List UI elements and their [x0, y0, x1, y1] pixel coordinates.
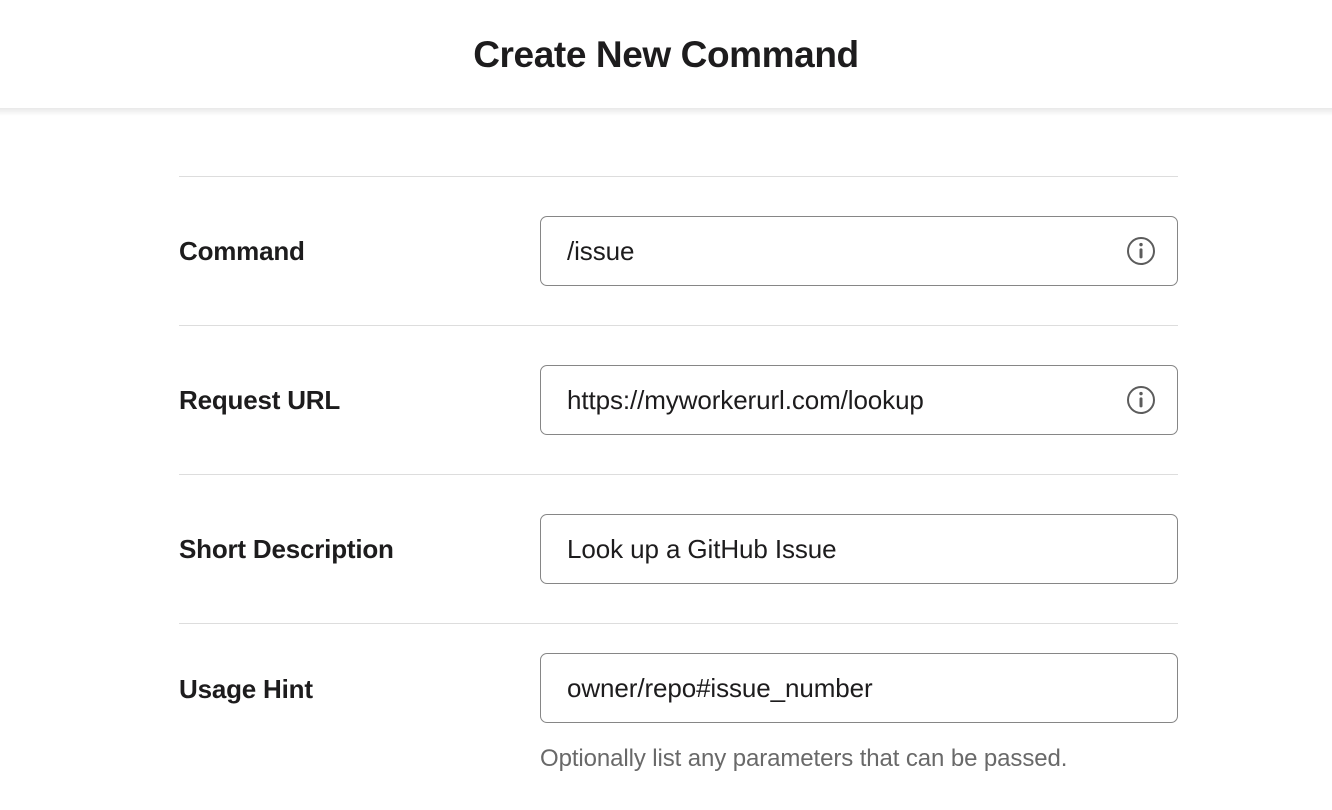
command-input[interactable]: /issue: [540, 216, 1178, 286]
row-divider: [179, 474, 1178, 475]
usage-hint-input[interactable]: owner/repo#issue_number: [540, 653, 1178, 723]
page-title: Create New Command: [473, 33, 859, 75]
field-label-command: Command: [179, 235, 305, 266]
command-form: Command /issue Request URL https://mywor…: [0, 108, 1332, 772]
form-row-short-description: Short Description Look up a GitHub Issue: [0, 475, 1332, 623]
form-row-usage-hint: Usage Hint owner/repo#issue_number Optio…: [0, 624, 1332, 772]
short-description-input-value: Look up a GitHub Issue: [567, 534, 837, 564]
field-col-command: /issue: [540, 216, 1178, 286]
row-divider: [179, 176, 1178, 177]
command-input-value: /issue: [567, 236, 635, 266]
usage-hint-help-text: Optionally list any parameters that can …: [540, 745, 1068, 772]
request-url-input[interactable]: https://myworkerurl.com/lookup: [540, 365, 1178, 435]
field-label-request-url: Request URL: [179, 384, 341, 415]
field-label-short-description: Short Description: [179, 533, 394, 564]
page-header: Create New Command: [0, 0, 1332, 116]
field-col-usage-hint: owner/repo#issue_number Optionally list …: [540, 653, 1178, 773]
info-icon[interactable]: [1126, 385, 1156, 415]
info-icon[interactable]: [1126, 236, 1156, 266]
field-label-usage-hint: Usage Hint: [179, 674, 313, 704]
form-row-command: Command /issue: [0, 177, 1332, 325]
row-divider: [179, 623, 1178, 624]
field-col-short-description: Look up a GitHub Issue: [540, 514, 1178, 584]
form-row-request-url: Request URL https://myworkerurl.com/look…: [0, 326, 1332, 474]
short-description-input[interactable]: Look up a GitHub Issue: [540, 514, 1178, 584]
request-url-input-value: https://myworkerurl.com/lookup: [567, 385, 924, 415]
field-col-request-url: https://myworkerurl.com/lookup: [540, 365, 1178, 435]
usage-hint-input-value: owner/repo#issue_number: [567, 673, 873, 703]
row-divider: [179, 325, 1178, 326]
